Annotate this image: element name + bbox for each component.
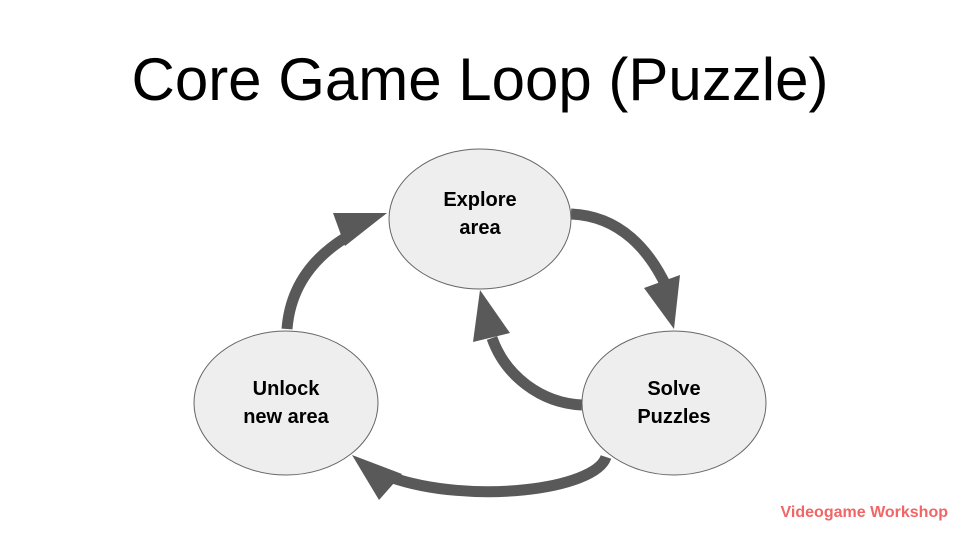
node-unlock-line2: new area bbox=[243, 406, 329, 428]
node-explore-label: Explore area bbox=[400, 186, 560, 242]
node-unlock-line1: Unlock bbox=[252, 378, 320, 400]
node-solve-puzzles bbox=[581, 330, 767, 476]
node-unlock-label: Unlock new area bbox=[206, 375, 366, 431]
slide-title: Core Game Loop (Puzzle) bbox=[131, 46, 829, 113]
watermark-text: Videogame Workshop bbox=[780, 504, 948, 521]
arrow-explore-to-solve bbox=[570, 208, 674, 293]
node-explore-line2: area bbox=[459, 217, 501, 239]
arrow-solve-to-explore bbox=[486, 336, 583, 411]
node-explore-area bbox=[388, 148, 572, 290]
node-solve-line2: Puzzles bbox=[637, 406, 711, 428]
node-explore-line1: Explore bbox=[443, 189, 517, 211]
node-unlock-new-area bbox=[193, 330, 379, 476]
node-solve-line1: Solve bbox=[647, 378, 701, 400]
arrow-unlock-to-explore bbox=[281, 233, 348, 330]
node-solve-label: Solve Puzzles bbox=[594, 375, 754, 431]
arrowhead-unlock-to-explore bbox=[333, 213, 387, 246]
arrowhead-solve-to-unlock bbox=[352, 455, 402, 500]
arrowhead-explore-to-solve bbox=[644, 275, 680, 329]
arrowhead-solve-to-explore bbox=[473, 290, 510, 342]
arrow-solve-to-unlock bbox=[388, 454, 612, 498]
